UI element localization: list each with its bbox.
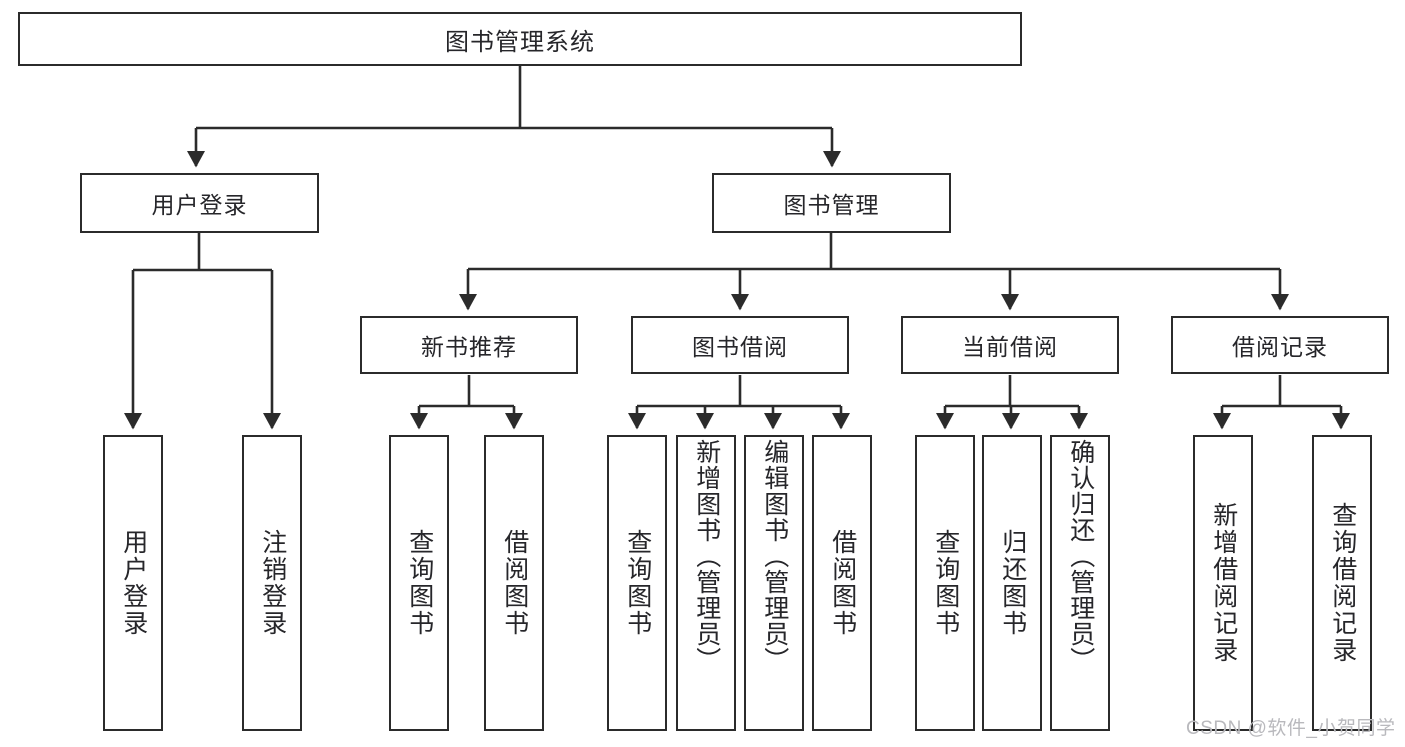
leaf-add-book[interactable]: 新增图书（管理员） (676, 435, 736, 731)
csdn-watermark: CSDN @软件_小贺同学 (1186, 718, 1396, 739)
leaf-query-record[interactable]: 查询借阅记录 (1312, 435, 1372, 731)
node-book-manage[interactable]: 图书管理 (712, 173, 951, 233)
leaf-return-book[interactable]: 归还图书 (982, 435, 1042, 731)
leaf-query-book-2[interactable]: 查询图书 (607, 435, 667, 731)
node-borrow-record[interactable]: 借阅记录 (1171, 316, 1389, 374)
leaf-user-login[interactable]: 用户登录 (103, 435, 163, 731)
leaf-user-logout[interactable]: 注销登录 (242, 435, 302, 731)
node-book-borrow[interactable]: 图书借阅 (631, 316, 849, 374)
leaf-add-record[interactable]: 新增借阅记录 (1193, 435, 1253, 731)
node-new-book-rec[interactable]: 新书推荐 (360, 316, 578, 374)
leaf-query-book-1[interactable]: 查询图书 (389, 435, 449, 731)
leaf-borrow-book-1[interactable]: 借阅图书 (484, 435, 544, 731)
leaf-edit-book[interactable]: 编辑图书（管理员） (744, 435, 804, 731)
leaf-borrow-book-2[interactable]: 借阅图书 (812, 435, 872, 731)
leaf-query-book-3[interactable]: 查询图书 (915, 435, 975, 731)
node-root[interactable]: 图书管理系统 (18, 12, 1022, 66)
node-current-borrow[interactable]: 当前借阅 (901, 316, 1119, 374)
leaf-confirm-return[interactable]: 确认归还（管理员） (1050, 435, 1110, 731)
node-user-login[interactable]: 用户登录 (80, 173, 319, 233)
